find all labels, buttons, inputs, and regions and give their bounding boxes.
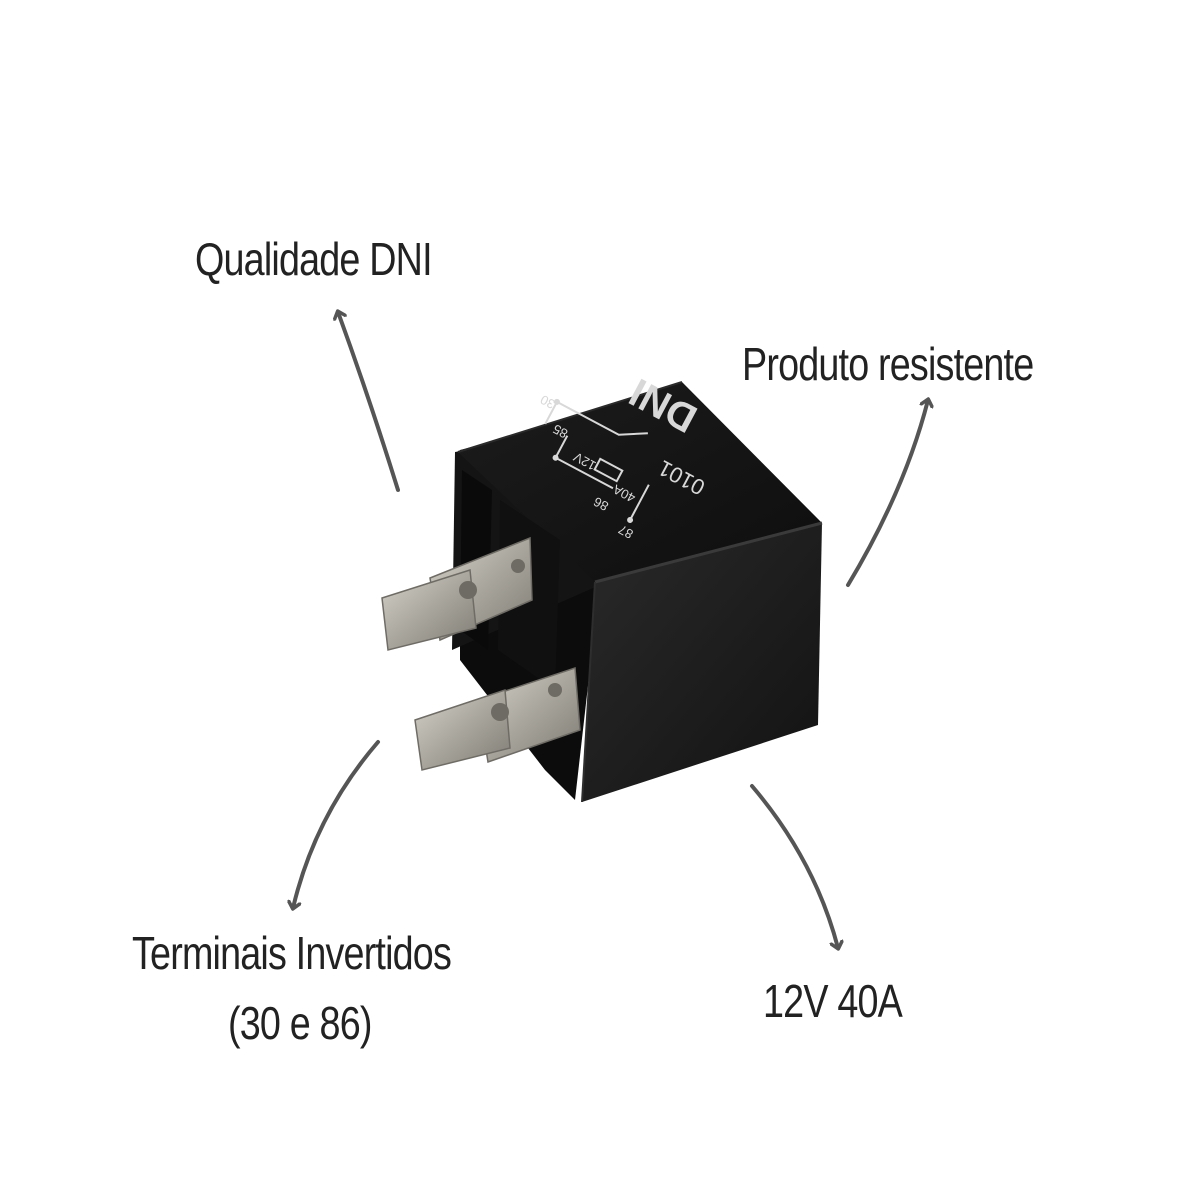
relay-top-face [458,382,822,582]
relay-pin-30: 30 [538,392,558,412]
arrow-quality [338,312,400,492]
relay-front-face [582,523,822,802]
relay-pin-85: 85 [550,421,570,441]
relay-pin-87: 87 [616,522,636,542]
callout-rating: 12V 40A [763,975,903,1027]
arrow-resistant [846,400,928,587]
relay-terminals [381,536,581,771]
arrow-terminals [293,740,380,908]
callout-terminals-line2: (30 e 86) [228,997,372,1049]
arrow-rating [750,784,838,948]
relay-pin-86: 86 [591,494,611,514]
terminal-upper-front [381,569,477,651]
terminal-lower-front [414,688,511,771]
callout-terminals-line1: Terminais Invertidos [132,927,452,979]
callout-quality: Qualidade DNI [195,233,433,285]
callout-resistant: Produto resistente [742,338,1034,390]
